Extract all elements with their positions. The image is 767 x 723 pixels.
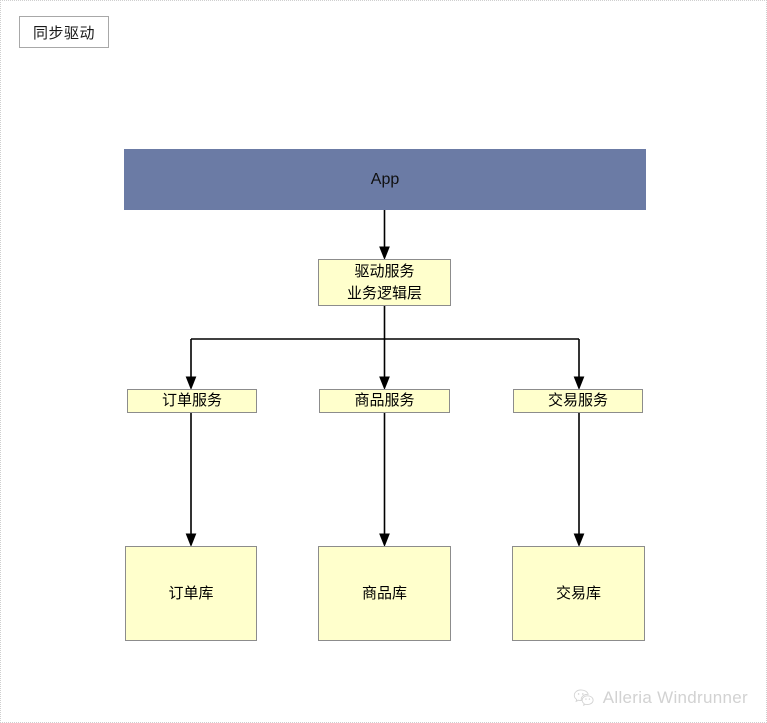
node-app[interactable]: App [124,149,646,210]
wechat-icon [573,689,594,706]
node-driver-service-line1: 驱动服务 [354,262,415,280]
node-db-product[interactable]: 商品库 [318,546,451,641]
node-driver-service[interactable]: 驱动服务 业务逻辑层 [318,259,451,306]
node-service-order-label: 订单服务 [161,392,222,410]
node-app-label: App [370,170,400,188]
node-service-order[interactable]: 订单服务 [127,389,257,413]
node-driver-service-line2: 业务逻辑层 [346,284,422,302]
node-service-product-label: 商品服务 [354,392,415,410]
node-service-trade-label: 交易服务 [547,392,608,410]
page-title: 同步驱动 [19,16,109,48]
node-db-trade[interactable]: 交易库 [512,546,645,641]
node-service-product[interactable]: 商品服务 [319,389,450,413]
watermark: Alleria Windrunner [573,688,748,708]
node-db-order[interactable]: 订单库 [125,546,257,641]
node-db-trade-label: 交易库 [555,584,601,602]
node-service-trade[interactable]: 交易服务 [513,389,643,413]
watermark-text: Alleria Windrunner [602,688,748,707]
node-db-order-label: 订单库 [168,584,214,602]
node-db-product-label: 商品库 [361,584,407,602]
